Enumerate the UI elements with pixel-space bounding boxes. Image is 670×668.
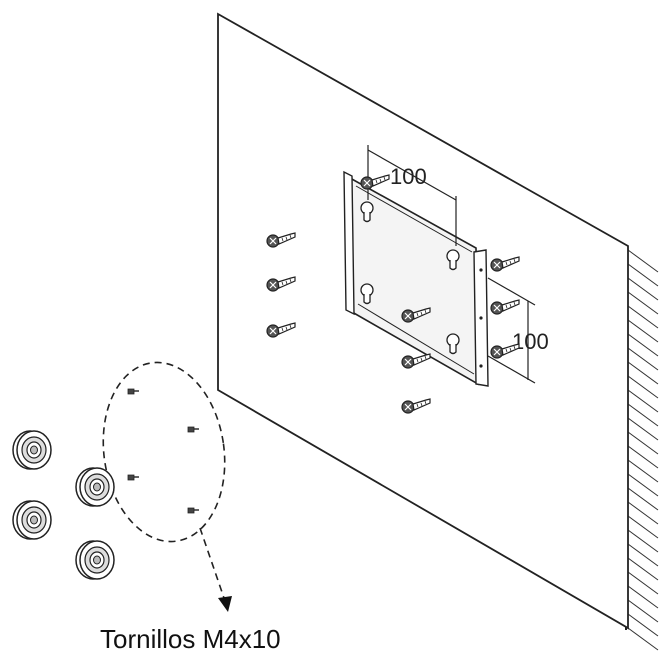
spacer-bushing — [12, 430, 52, 470]
screw-group-outline — [102, 361, 226, 543]
hatch-line — [627, 543, 659, 567]
hatch-line — [627, 263, 659, 287]
spacer-bushing — [75, 540, 115, 580]
hatch-line — [627, 403, 659, 427]
m4-screw — [187, 426, 200, 433]
hatch-line — [627, 571, 659, 595]
m4-screw — [127, 388, 140, 395]
hatch-line — [627, 389, 659, 413]
hatch-line — [627, 291, 659, 315]
hatch-line — [627, 375, 659, 399]
hatch-line — [627, 599, 659, 623]
hatch-line — [627, 347, 659, 371]
spacer-bushing — [12, 500, 52, 540]
hatch-line — [627, 417, 659, 441]
hatch-line — [627, 249, 659, 273]
horizontal-dimension-label: 100 — [390, 164, 427, 189]
hatch-line — [627, 473, 659, 497]
hatch-line — [627, 361, 659, 385]
m4-screw — [187, 507, 200, 514]
m4-screw — [127, 474, 140, 481]
vertical-dimension — [487, 277, 536, 384]
screw-caption: Tornillos M4x10 — [100, 624, 281, 654]
hatch-line — [627, 445, 659, 469]
hatch-line — [627, 557, 659, 581]
hatch-line — [627, 529, 659, 553]
hatch-line — [627, 613, 659, 637]
hatch-line — [627, 431, 659, 455]
vertical-dimension-label: 100 — [512, 329, 549, 354]
hatch-line — [627, 627, 659, 651]
hatch-line — [627, 585, 659, 609]
pointer-arrow — [199, 527, 232, 612]
horizontal-dimension — [367, 145, 457, 246]
mounting-plate — [343, 170, 489, 387]
hatch-line — [627, 319, 659, 343]
hatch-line — [627, 333, 659, 357]
spacer-bushing — [75, 467, 115, 507]
hatch-line — [627, 501, 659, 525]
hatch-line — [627, 459, 659, 483]
hatch-line — [627, 305, 659, 329]
wall-hatch — [625, 245, 659, 651]
hatch-line — [627, 515, 659, 539]
hatch-line — [627, 487, 659, 511]
hatch-line — [627, 277, 659, 301]
